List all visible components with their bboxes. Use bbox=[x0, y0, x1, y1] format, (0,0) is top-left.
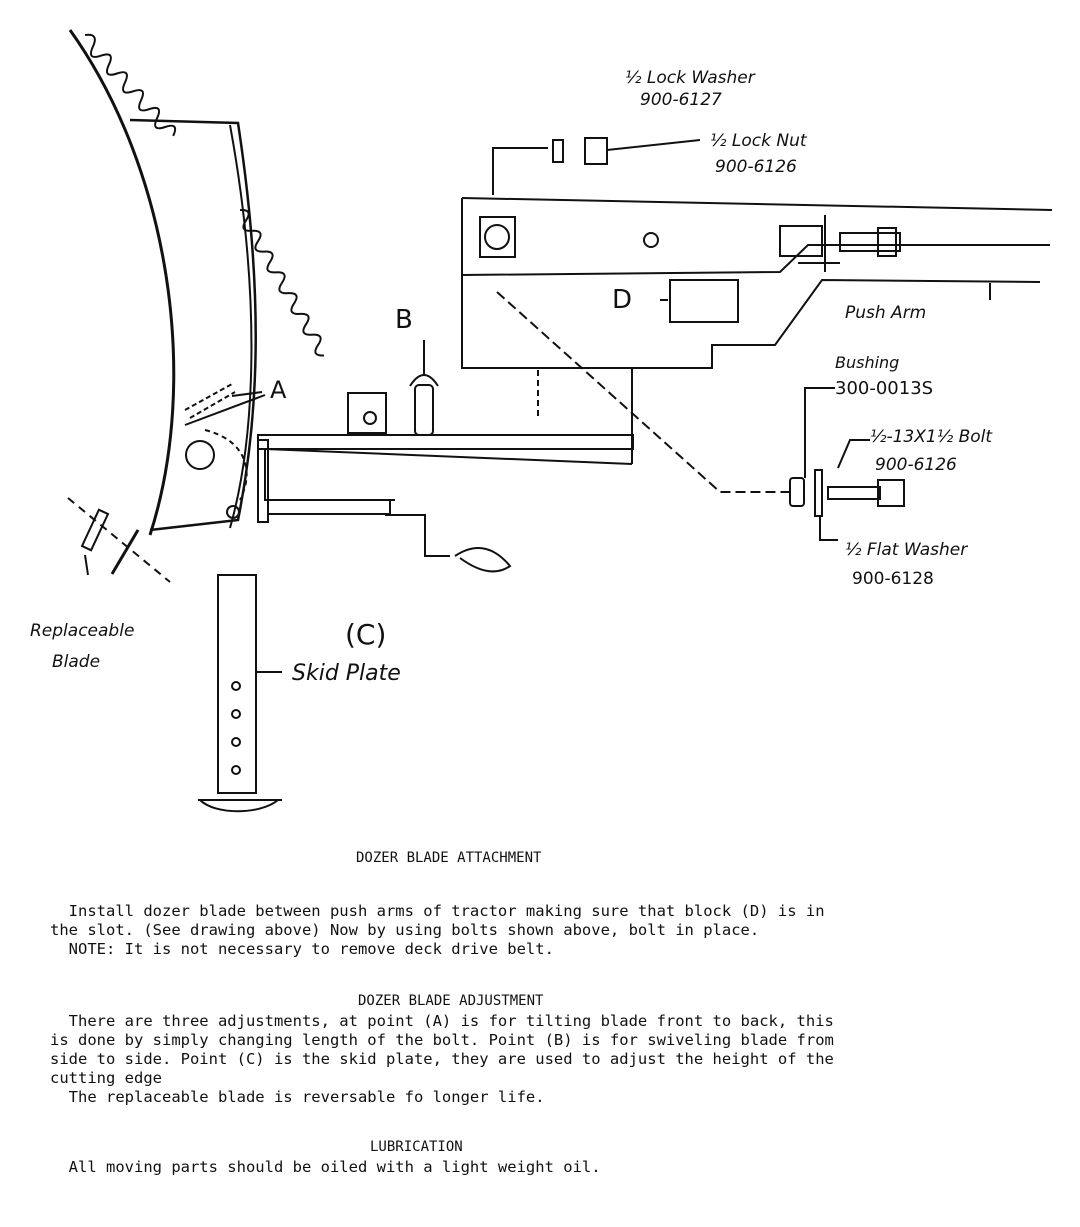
bolt-label: ½-13X1½ Bolt bbox=[870, 427, 993, 447]
point-d-label: D bbox=[612, 285, 632, 315]
dozer-blade bbox=[68, 29, 176, 536]
adjustment-line-5: The replaceable blade is reversable fo l… bbox=[50, 1088, 545, 1106]
push-arm-label: Push Arm bbox=[845, 303, 926, 323]
attachment-line-2: the slot. (See drawing above) Now by usi… bbox=[50, 921, 760, 939]
attachment-line-1: Install dozer blade between push arms of… bbox=[50, 902, 825, 920]
dozer-blade-diagram: ½ Lock Washer 900-6127 ½ Lock Nut 900-61… bbox=[30, 29, 1053, 813]
flat-washer-part-number: 900-6128 bbox=[852, 569, 934, 589]
adjustment-line-1: There are three adjustments, at point (A… bbox=[50, 1012, 834, 1030]
skid-plate-graphic bbox=[217, 574, 257, 794]
point-c-label: (C) bbox=[345, 618, 386, 651]
lubrication-heading: LUBRICATION bbox=[370, 1139, 463, 1155]
lock-washer-label: ½ Lock Washer bbox=[625, 68, 756, 88]
lubrication-line-1: All moving parts should be oiled with a … bbox=[50, 1158, 601, 1176]
bushing-part-number: 300-0013S bbox=[835, 378, 933, 399]
flat-washer-label: ½ Flat Washer bbox=[845, 540, 968, 560]
attachment-line-3: NOTE: It is not necessary to remove deck… bbox=[50, 940, 554, 958]
adjustment-line-3: side to side. Point (C) is the skid plat… bbox=[50, 1050, 834, 1068]
lock-nut-part-number: 900-6126 bbox=[715, 157, 797, 177]
attachment-heading: DOZER BLADE ATTACHMENT bbox=[356, 850, 542, 866]
lower-spring bbox=[239, 208, 325, 357]
pin-b bbox=[414, 384, 434, 436]
point-a-label: A bbox=[270, 376, 287, 404]
bushing-part bbox=[789, 477, 805, 507]
replaceable-blade-label-line1: Replaceable bbox=[30, 621, 134, 641]
adjustment-line-2: is done by simply changing length of the… bbox=[50, 1031, 834, 1049]
bolt-part-number: 900-6126 bbox=[875, 455, 957, 475]
lock-nut-label: ½ Lock Nut bbox=[710, 131, 808, 151]
block-d bbox=[669, 279, 739, 323]
lock-washer-part-number: 900-6127 bbox=[640, 90, 722, 110]
bushing-label: Bushing bbox=[835, 353, 899, 372]
top-spring bbox=[84, 33, 177, 137]
point-b-label: B bbox=[395, 305, 413, 335]
replaceable-blade-label-line2: Blade bbox=[52, 652, 100, 672]
adjustment-heading: DOZER BLADE ADJUSTMENT bbox=[358, 993, 544, 1009]
bolt-part bbox=[827, 486, 881, 500]
skid-plate-label: Skid Plate bbox=[292, 661, 401, 686]
adjustment-line-4: cutting edge bbox=[50, 1069, 162, 1087]
